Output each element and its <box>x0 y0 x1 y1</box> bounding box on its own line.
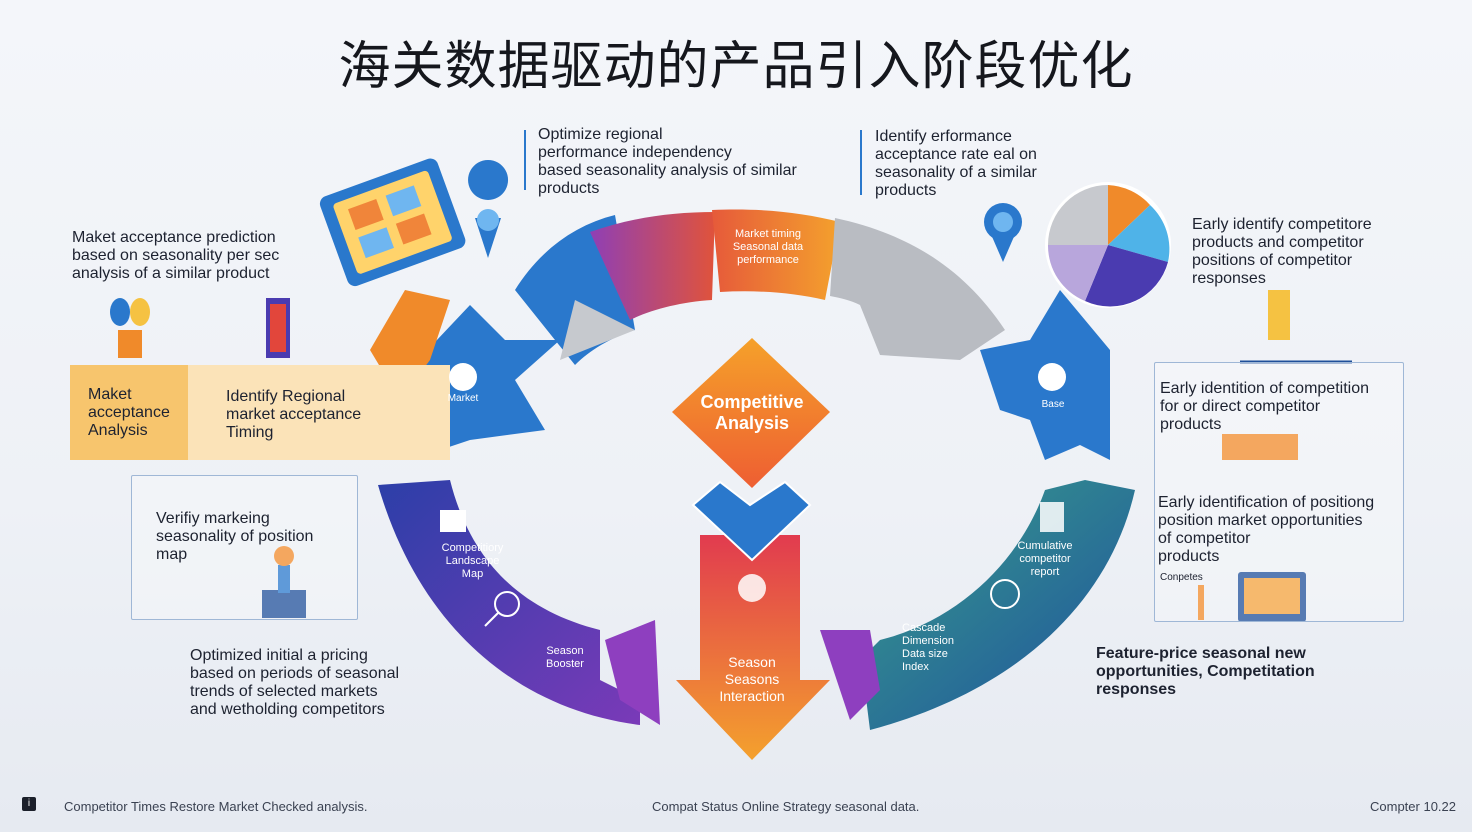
page-title: 海关数据驱动的产品引入阶段优化 <box>338 37 1134 97</box>
chat-icon <box>449 363 1066 391</box>
compass-icon <box>990 579 1020 609</box>
footer-center: Compat Status Online Strategy seasonal d… <box>652 799 920 814</box>
segment-bottom-right-green-label: Cumulative competitor report <box>1017 540 1073 578</box>
segment-top-orange-label: Market timing Seasonal data performance <box>732 228 804 266</box>
segment-bottom-left-purple-label: Competitiory Landscape Map <box>441 542 504 580</box>
spreadsheet-small-icon <box>1040 502 1064 532</box>
center-diamond <box>672 338 830 488</box>
footer-left: Competitor Times Restore Market Checked … <box>64 799 368 814</box>
left-info-panel <box>131 475 358 620</box>
tablet-grid-icon <box>319 158 466 287</box>
plant-pot-icon <box>110 298 150 358</box>
bottom-left-note: Optimized initial a pricing based on per… <box>190 647 400 718</box>
bar-column-icon <box>266 298 290 358</box>
magnifier-icon <box>484 591 520 627</box>
left-note: Maket acceptance prediction based on sea… <box>72 229 280 282</box>
left-band-col2: Identify Regional market acceptance Timi… <box>226 388 362 441</box>
center-down-arrow <box>676 535 830 760</box>
info-icon[interactable]: i <box>22 797 36 811</box>
segment-top-orange <box>712 209 840 300</box>
segment-bottom-right-blue-label: Cascade Dimension Data size Index <box>902 622 954 673</box>
orange-blocks-icon <box>1222 434 1298 460</box>
segment-bottom-left-purple-label-2: Season Booster <box>546 645 584 670</box>
center-diamond-label: Competitive Analysis <box>700 392 804 433</box>
right-note-top: Early identify competitore products and … <box>1192 216 1372 287</box>
location-pin-icon <box>984 203 1022 262</box>
segment-top-grey <box>830 218 1005 360</box>
segment-top-grey-tail <box>560 300 635 360</box>
segment-bottom-right-purple <box>820 630 880 720</box>
right-info-panel <box>1154 362 1404 622</box>
segment-top-pink <box>590 212 715 320</box>
right-panel-1-text: Early identition of competition for or d… <box>1160 380 1369 433</box>
monitor-icon <box>1198 572 1306 622</box>
pie-chart-icon <box>1045 182 1171 308</box>
right-panel-2-small: Conpetes <box>1160 572 1203 583</box>
book-icon <box>440 510 466 532</box>
bottom-right-note: Feature-price seasonal new opportunities… <box>1096 645 1315 698</box>
top-left-note: Optimize regional performance independen… <box>538 126 797 197</box>
segment-bottom-right-green <box>840 480 1135 730</box>
right-panel-2-text: Early identification of positiong positi… <box>1158 494 1375 565</box>
location-pin-icon <box>468 160 509 258</box>
trophy-icon <box>262 546 306 618</box>
left-band-col1-bg <box>70 365 188 460</box>
top-right-note: Identify erformance acceptance rate eal … <box>875 128 1037 199</box>
center-arrow-label: Season Seasons Interaction <box>719 654 785 704</box>
left-band-col1: Maket acceptance Analysis <box>88 386 170 439</box>
segment-bottom-left-purple-tail <box>605 620 660 725</box>
footer-right: Compter 10.22 <box>1370 799 1456 814</box>
center-chevron <box>691 480 812 562</box>
segment-left-blue-label: Market <box>447 393 479 404</box>
spreadsheet-icon <box>1268 290 1290 340</box>
left-panel-text: Verifiy markeing seasonality of position… <box>156 510 314 563</box>
segment-right-blue-label: Base <box>1041 399 1065 410</box>
heart-icon <box>738 574 766 602</box>
segment-bottom-left-purple <box>378 480 640 725</box>
